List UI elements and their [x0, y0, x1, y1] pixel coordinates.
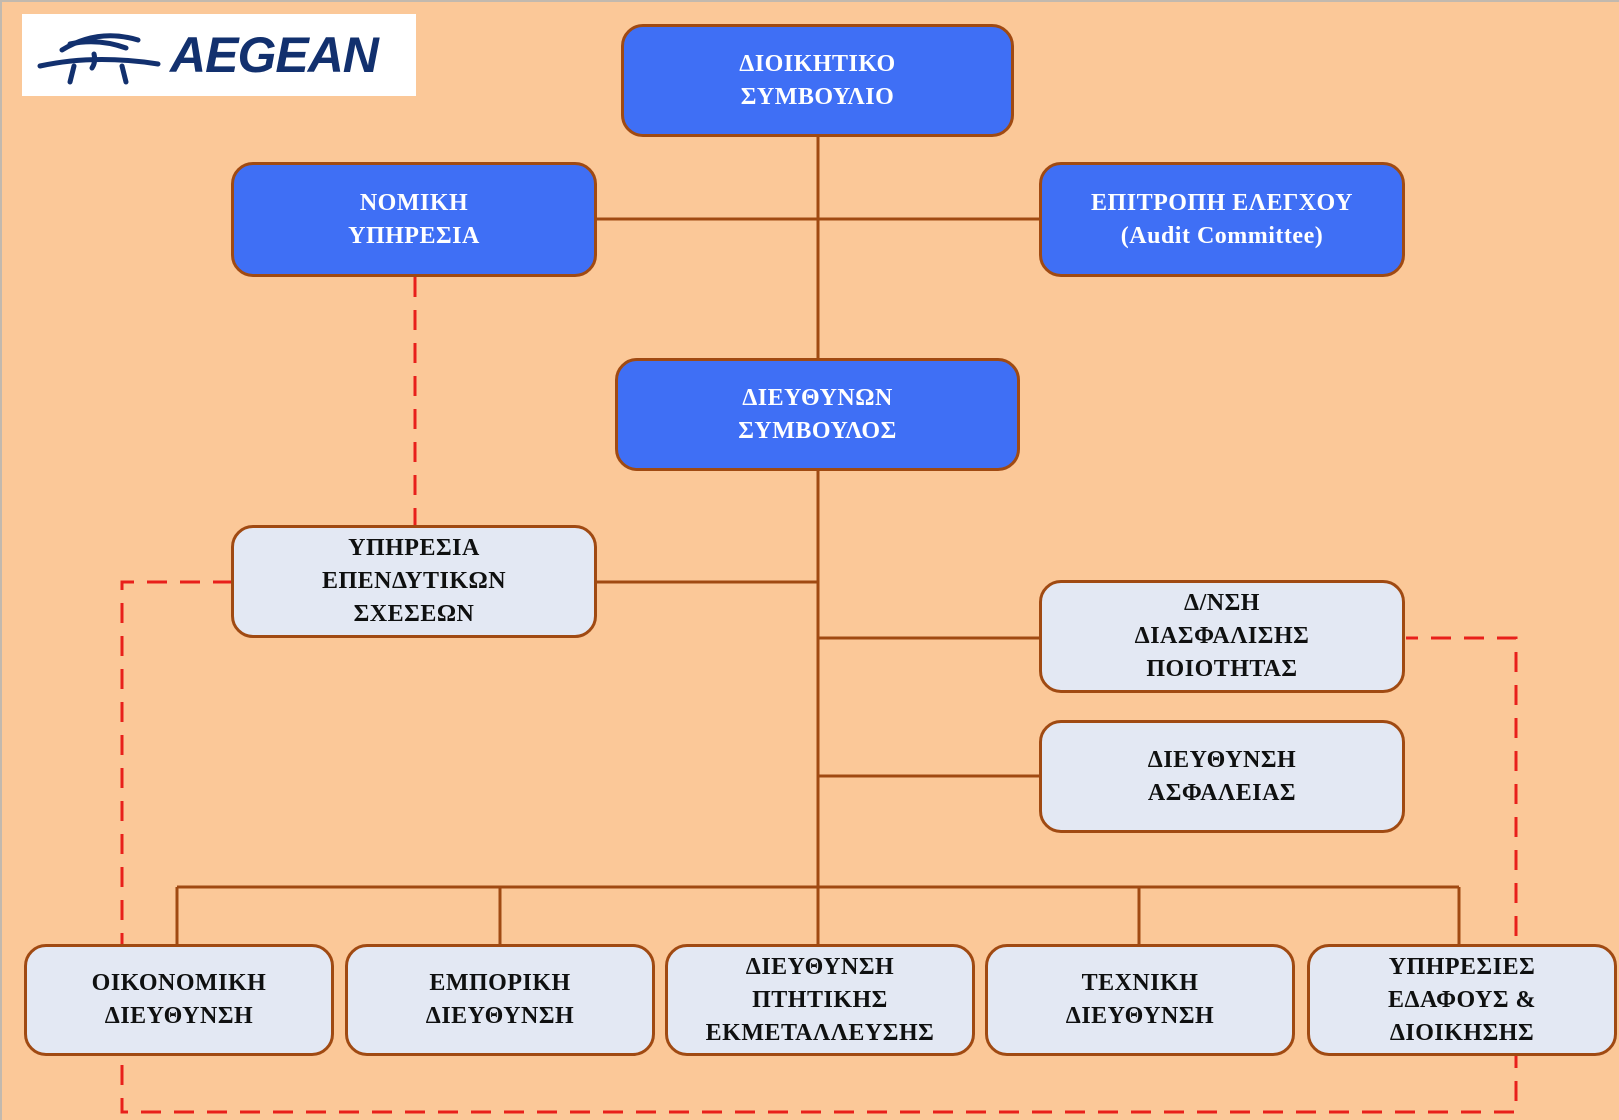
node-flight-operations: ΔΙΕΥΘΥΝΣΗ ΠΤΗΤΙΚΗΣ ΕΚΜΕΤΑΛΛΕΥΣΗΣ	[665, 944, 975, 1056]
aegean-logo: AEGEAN	[22, 14, 416, 96]
node-investor-relations: ΥΠΗΡΕΣΙΑ ΕΠΕΝΔΥΤΙΚΩΝ ΣΧΕΣΕΩΝ	[231, 525, 597, 638]
node-label-line: ΕΜΠΟΡΙΚΗ	[429, 970, 571, 996]
node-label-line: ΔΙΕΥΘΥΝΩΝ	[742, 384, 893, 411]
node-label-line: ΟΙΚΟΝΟΜΙΚΗ	[91, 970, 267, 996]
node-label-line: ΣΥΜΒΟΥΛΙΟ	[740, 83, 895, 110]
node-legal-service: ΝΟΜΙΚΗ ΥΠΗΡΕΣΙΑ	[231, 162, 597, 277]
node-label-line: ΤΕΧΝΙΚΗ	[1081, 970, 1199, 996]
node-label-line: ΣΥΜΒΟΥΛΟΣ	[738, 417, 897, 444]
node-label-line: ΕΠΕΝΔΥΤΙΚΩΝ	[321, 568, 507, 594]
node-label-line: ΔΙΕΥΘΥΝΣΗ	[1065, 1003, 1215, 1029]
node-label-line: ΑΣΦΑΛΕΙΑΣ	[1147, 779, 1297, 806]
node-label-line: ΥΠΗΡΕΣΙΑ	[348, 535, 480, 561]
node-ceo: ΔΙΕΥΘΥΝΩΝ ΣΥΜΒΟΥΛΟΣ	[615, 358, 1020, 471]
node-label-line: ΔΙΟΙΚΗΤΙΚΟ	[739, 50, 896, 77]
node-label-line: ΕΠΙΤΡΟΠΗ ΕΛΕΓΧΟΥ	[1091, 189, 1353, 216]
node-label-line: ΔΙΕΥΘΥΝΣΗ	[425, 1003, 575, 1029]
node-audit-committee: ΕΠΙΤΡΟΠΗ ΕΛΕΓΧΟΥ (Audit Committee)	[1039, 162, 1405, 277]
node-label-line: ΔΙΟΙΚΗΣΗΣ	[1389, 1019, 1535, 1046]
node-label-line: ΔΙΕΥΘΥΝΣΗ	[745, 953, 895, 980]
node-label-line: ΝΟΜΙΚΗ	[359, 189, 469, 216]
aegean-bird-icon	[37, 33, 161, 85]
node-technical-directorate: ΤΕΧΝΙΚΗ ΔΙΕΥΘΥΝΣΗ	[985, 944, 1295, 1056]
node-board-of-directors: ΔΙΟΙΚΗΤΙΚΟ ΣΥΜΒΟΥΛΙΟ	[621, 24, 1014, 137]
node-ground-and-admin-services: ΥΠΗΡΕΣΙΕΣ ΕΔΑΦΟΥΣ & ΔΙΟΙΚΗΣΗΣ	[1307, 944, 1617, 1056]
node-commercial-directorate: ΕΜΠΟΡΙΚΗ ΔΙΕΥΘΥΝΣΗ	[345, 944, 655, 1056]
node-label-line: ΔΙΕΥΘΥΝΣΗ	[1147, 746, 1297, 773]
node-safety-directorate: ΔΙΕΥΘΥΝΣΗ ΑΣΦΑΛΕΙΑΣ	[1039, 720, 1405, 833]
node-label-line: Δ/ΝΣΗ	[1184, 590, 1260, 616]
node-label-line: ΥΠΗΡΕΣΙΕΣ	[1388, 953, 1536, 980]
node-label-line: ΕΚΜΕΤΑΛΛΕΥΣΗΣ	[705, 1019, 935, 1046]
node-label-line: (Audit Committee)	[1120, 222, 1324, 249]
node-finance-directorate: ΟΙΚΟΝΟΜΙΚΗ ΔΙΕΥΘΥΝΣΗ	[24, 944, 334, 1056]
dashed-investor-loop	[120, 580, 1518, 1114]
node-label-line: ΥΠΗΡΕΣΙΑ	[348, 222, 480, 249]
node-label-line: ΕΔΑΦΟΥΣ &	[1387, 986, 1537, 1013]
node-label-line: ΔΙΕΥΘΥΝΣΗ	[104, 1003, 254, 1029]
node-label-line: ΣΧΕΣΕΩΝ	[353, 601, 475, 627]
node-quality-assurance: Δ/ΝΣΗ ΔΙΑΣΦΑΛΙΣΗΣ ΠΟΙΟΤΗΤΑΣ	[1039, 580, 1405, 693]
node-label-line: ΠΤΗΤΙΚΗΣ	[752, 986, 888, 1013]
node-label-line: ΔΙΑΣΦΑΛΙΣΗΣ	[1134, 623, 1310, 649]
aegean-logo-text: AEGEAN	[170, 27, 379, 83]
node-label-line: ΠΟΙΟΤΗΤΑΣ	[1146, 656, 1298, 682]
